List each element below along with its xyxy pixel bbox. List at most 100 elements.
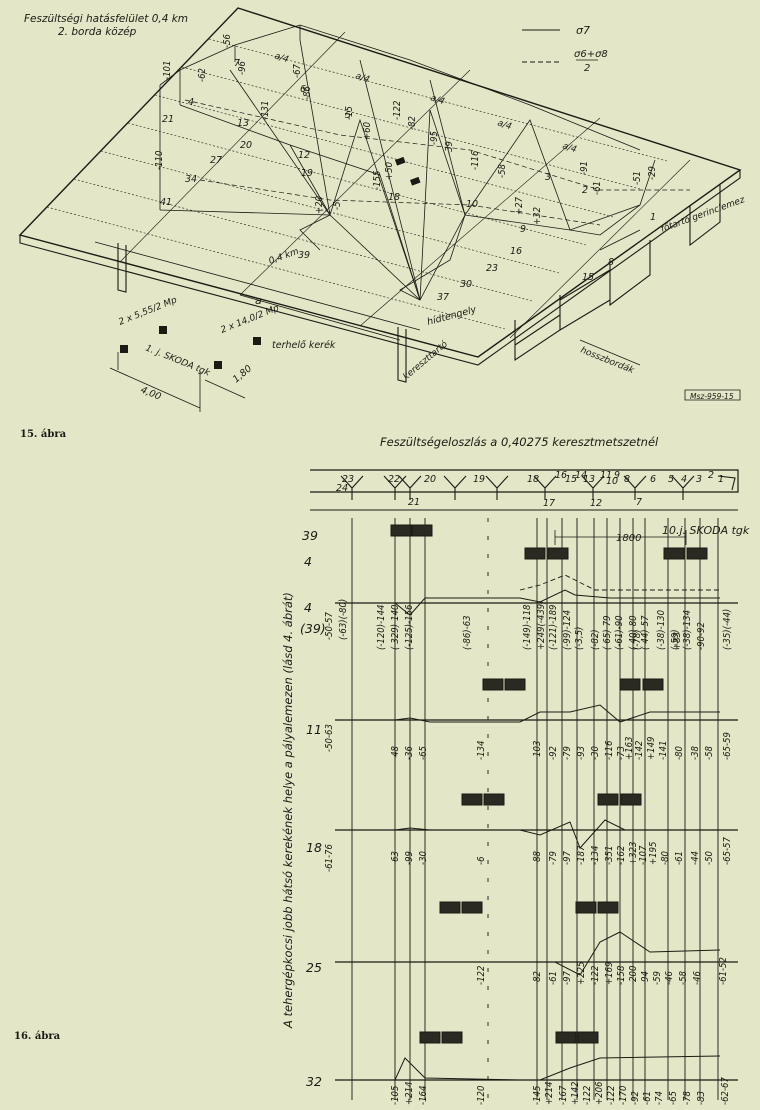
fig15-value: +60: [362, 121, 373, 140]
stress-value: +142: [570, 1082, 581, 1105]
row-label: 11: [306, 722, 322, 737]
stress-value: -170: [618, 1085, 629, 1105]
stress-value: (-86)-63: [462, 615, 473, 650]
fig16-ylabel: A tehergépkocsi jobb hátsó kerekének hel…: [281, 592, 295, 1029]
stress-value: -78: [682, 1090, 693, 1105]
stress-value: (-99)-124: [562, 610, 573, 650]
fig15-point-19: 19: [301, 168, 313, 179]
stress-value: -46: [692, 970, 703, 985]
row-labels: 3944(39)11182532-50-57(-63)(-80)-50-63-6…: [300, 528, 349, 1089]
stress-value: -61: [548, 971, 559, 985]
stress-value: -73: [616, 746, 627, 760]
stress-value: (-125)-156: [404, 604, 415, 650]
stress-value: -62-67: [720, 1077, 731, 1105]
fig15-value: -96: [237, 60, 248, 75]
row-label: (39): [300, 621, 326, 636]
label-skoda: 1. j. SKODA tgk: [144, 344, 212, 379]
fig15-value: -58: [497, 163, 508, 178]
row-side-value: -50-57: [324, 612, 335, 640]
stress-value: (-120)-144: [376, 605, 387, 650]
rib-number-20: 20: [424, 474, 436, 485]
label-terhelo-kerek: terhelő kerék: [272, 340, 336, 351]
stress-value: -141: [658, 741, 669, 760]
stress-value: (-38)-134: [682, 610, 693, 650]
rib-number-6: 6: [650, 474, 656, 485]
stress-value: -167: [558, 1085, 569, 1105]
figure-15-labels: Feszültségi hatásfelület 0,4 km 2. borda…: [20, 13, 746, 440]
stress-value: -97: [562, 850, 573, 865]
row-label: 4: [304, 600, 312, 615]
stress-value: +214: [544, 1082, 555, 1105]
stress-value: -79: [548, 851, 559, 865]
rib-number-19: 19: [473, 474, 485, 485]
stress-value: -50: [704, 850, 715, 865]
fig15-point-4: 4: [188, 97, 194, 108]
rib-number-5: 5: [668, 474, 674, 485]
cross-beams: [119, 31, 691, 339]
stress-value: +195: [648, 842, 659, 865]
legend-lines: [522, 29, 598, 63]
stress-value: +323: [628, 842, 639, 865]
fig15-value: -110: [154, 150, 165, 170]
fig15-point-13: 13: [237, 118, 249, 129]
stress-value: -142: [634, 741, 645, 760]
stress-curves-dashed: [519, 574, 720, 591]
fig16-title: Feszültségeloszlás a 0,40275 keresztmets…: [380, 435, 659, 449]
fig15-point-16: 16: [510, 246, 522, 257]
dim-04km: 0,4 km: [268, 247, 301, 267]
stress-value: -92: [630, 1091, 641, 1105]
stress-value: -38: [690, 745, 701, 760]
stress-value: -30: [590, 745, 601, 760]
stress-value: -61: [674, 851, 685, 865]
row-side-value: (-63)(-80): [338, 599, 349, 640]
dim-1800-line: [554, 530, 687, 545]
rib-number-4: 4: [681, 474, 687, 485]
rib-symbol: [581, 475, 605, 500]
fig15-value: +20: [314, 195, 325, 214]
stress-value: (-121)-189: [548, 605, 559, 650]
wheel-block: [597, 901, 619, 914]
stress-value: -74: [654, 1091, 665, 1105]
dim-180: 1,80: [231, 363, 254, 385]
fig15-point-20: 20: [240, 140, 252, 151]
stress-value: -79: [562, 746, 573, 760]
stress-value: -65-57: [722, 837, 733, 865]
rib-symbol: [398, 475, 422, 500]
stress-value: -65: [668, 1091, 679, 1105]
fig15-value: -82: [407, 116, 418, 130]
rib-number-10: 10: [606, 476, 618, 487]
wheel-block: [555, 1031, 577, 1044]
wheel-block: [461, 793, 483, 806]
fig15-point-34: 34: [185, 174, 197, 185]
fig15-value: -86: [302, 85, 313, 100]
fig15-point-7: 7: [234, 58, 240, 69]
influence-surface-dashed: [184, 99, 690, 226]
wheel-block: [411, 524, 433, 537]
rib-number-3: 3: [696, 474, 702, 485]
cross-section-frame: [310, 469, 739, 493]
rib-number-24: 24: [336, 483, 348, 494]
stress-value: -61: [642, 1091, 653, 1105]
load-rear: 2 x 14,0/2 Mp: [219, 303, 280, 336]
stress-value: (-65)-79: [602, 615, 613, 650]
dim-400: 4,00: [139, 385, 163, 403]
fig15-point-8: 8: [608, 257, 614, 268]
rib-number-11: 11: [600, 470, 612, 481]
deck-plate-edge: [19, 170, 741, 366]
stress-value: +214: [404, 1082, 415, 1105]
wheel-block: [619, 678, 641, 691]
rib-number-9: 9: [614, 470, 620, 481]
rib-number-2: 2: [708, 470, 714, 481]
dim-a4-5: a/4: [561, 141, 578, 155]
stress-value: -145: [532, 1086, 543, 1105]
stress-value: -82: [532, 971, 543, 985]
stress-value: (-329)-140: [390, 604, 401, 650]
load-front: 2 x 5,55/2 Mp: [117, 295, 178, 328]
ref-code: Msz-959-15: [690, 392, 734, 401]
stress-value: +206: [594, 1081, 605, 1105]
stress-value: -97: [562, 970, 573, 985]
fig15-title-1: Feszültségi hatásfelület 0,4 km: [24, 13, 188, 25]
wheel-block: [439, 901, 461, 914]
fig16-skoda: 10.j. SKODA tgk: [662, 524, 750, 537]
figure-16: [310, 469, 739, 1100]
